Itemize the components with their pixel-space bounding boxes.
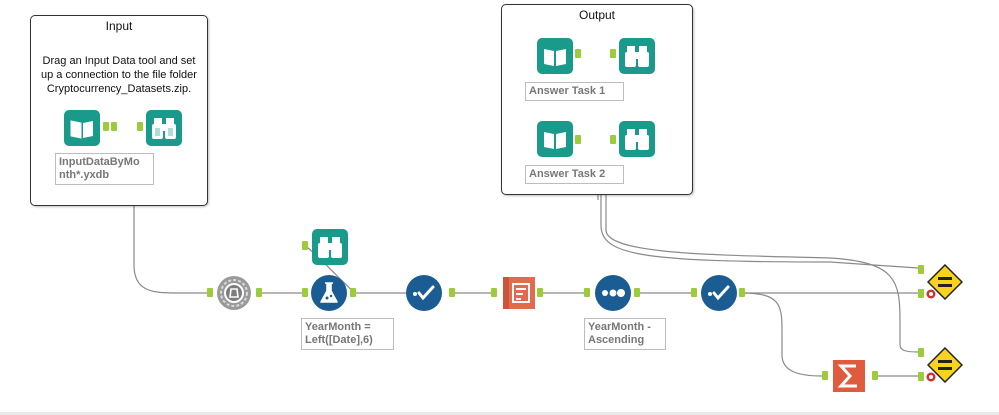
browse-tool[interactable] xyxy=(619,121,655,157)
connection-select2-to-summarize xyxy=(741,292,823,377)
test-tool[interactable] xyxy=(927,347,963,383)
output-anchor[interactable] xyxy=(575,135,581,144)
output-anchor[interactable] xyxy=(575,49,581,58)
output-anchor[interactable] xyxy=(537,288,543,297)
input-anchor-expected[interactable] xyxy=(918,348,924,357)
input-anchor[interactable] xyxy=(610,49,616,58)
sort-tool[interactable] xyxy=(595,275,631,311)
input-anchor[interactable] xyxy=(610,135,616,144)
formula-annotation: YearMonth = Left([Date],6) xyxy=(301,318,394,350)
sort-annotation: YearMonth - Ascending xyxy=(584,318,666,350)
test-equals-icon xyxy=(927,347,963,383)
test-equals-icon xyxy=(927,264,963,300)
input-anchor[interactable] xyxy=(691,288,697,297)
input-anchor[interactable] xyxy=(302,241,308,250)
input-data-icon xyxy=(537,38,573,74)
output-anchor[interactable] xyxy=(739,288,745,297)
input-container-title: Input xyxy=(105,19,133,33)
error-badge-icon xyxy=(926,372,936,382)
input-anchor[interactable] xyxy=(584,288,590,297)
select-icon xyxy=(701,275,737,311)
input-container-comment: Drag an Input Data tool and set up a con… xyxy=(41,55,197,95)
input-anchor-actual[interactable] xyxy=(918,372,924,381)
browse-icon xyxy=(146,110,182,146)
formula-tool[interactable] xyxy=(311,275,347,311)
input-anchor-actual[interactable] xyxy=(918,289,924,298)
autofield-icon xyxy=(217,276,251,310)
output-anchor[interactable] xyxy=(256,288,262,297)
output-container-title: Output xyxy=(578,8,616,22)
input-data-tool[interactable] xyxy=(64,110,100,146)
browse-tool[interactable] xyxy=(146,110,182,146)
select-tool[interactable] xyxy=(406,275,442,311)
output-anchor[interactable] xyxy=(111,122,117,131)
browse-tool[interactable] xyxy=(619,38,655,74)
input-tool-annotation: InputDataByMo nth*.yxdb xyxy=(55,153,154,185)
canvas-bottom-strip xyxy=(0,412,999,415)
output-anchor[interactable] xyxy=(634,288,640,297)
dynamic-rename-tool[interactable] xyxy=(501,275,537,311)
dynamic-rename-icon xyxy=(503,277,535,309)
browse-icon xyxy=(619,38,655,74)
formula-icon xyxy=(311,275,347,311)
test-tool[interactable] xyxy=(927,264,963,300)
sort-icon xyxy=(595,275,631,311)
output-anchor[interactable] xyxy=(872,371,878,380)
browse-icon xyxy=(619,121,655,157)
input-anchor[interactable] xyxy=(491,288,497,297)
input-anchor[interactable] xyxy=(137,122,143,131)
input-data-tool[interactable] xyxy=(537,38,573,74)
input-data-icon xyxy=(537,121,573,157)
autofield-tool[interactable] xyxy=(216,275,252,311)
output-anchor[interactable] xyxy=(449,288,455,297)
answer-task-2-annotation: Answer Task 2 xyxy=(525,165,624,184)
input-anchor-expected[interactable] xyxy=(918,265,924,274)
input-data-tool[interactable] xyxy=(537,121,573,157)
output-anchor[interactable] xyxy=(103,122,109,131)
input-anchor[interactable] xyxy=(302,288,308,297)
browse-tool[interactable] xyxy=(312,229,348,265)
input-data-icon xyxy=(64,110,100,146)
summarize-tool[interactable] xyxy=(831,358,867,394)
input-anchor[interactable] xyxy=(822,371,828,380)
summarize-icon xyxy=(833,360,865,392)
browse-icon xyxy=(312,229,348,265)
select-tool[interactable] xyxy=(701,275,737,311)
answer-task-1-annotation: Answer Task 1 xyxy=(525,82,624,101)
select-icon xyxy=(406,275,442,311)
output-anchor[interactable] xyxy=(350,288,356,297)
error-badge-icon xyxy=(926,289,936,299)
input-anchor[interactable] xyxy=(207,288,213,297)
